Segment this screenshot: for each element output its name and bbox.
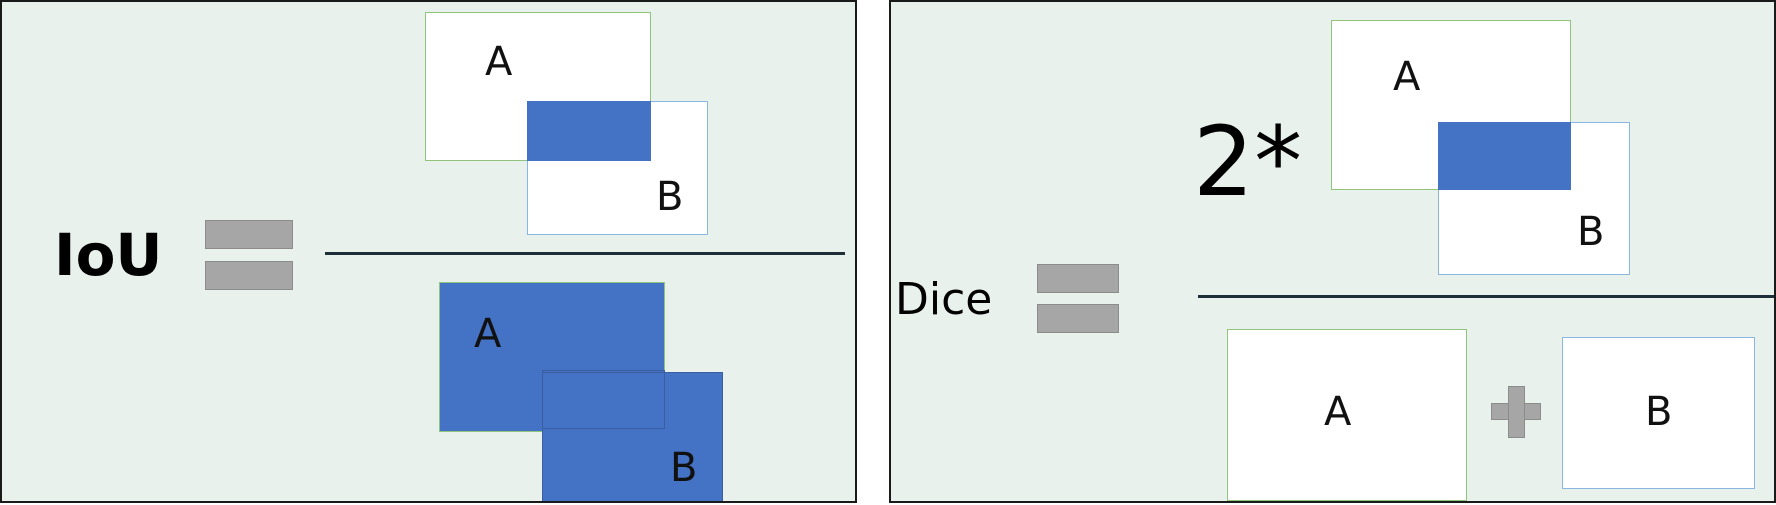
box-a-label: A (485, 39, 513, 85)
denominator-box-a (1227, 329, 1467, 501)
box-a-label: A (1393, 54, 1421, 100)
multiplier-text: 2* (1193, 106, 1303, 218)
equals-sign-top-bar (1037, 264, 1119, 293)
union-box-b-label: B (670, 445, 698, 491)
denominator-box-a-label: A (1324, 389, 1352, 435)
fraction-line (1198, 295, 1774, 298)
union-box-b (542, 372, 723, 501)
union-box-a-label: A (474, 311, 502, 357)
box-b-label: B (656, 174, 684, 220)
box-b-label: B (1577, 209, 1605, 255)
union-overlap-outline (542, 370, 665, 429)
plus-vertical-bar (1508, 386, 1525, 438)
iou-panel: IoU A B A B (0, 0, 857, 503)
dice-label: Dice (895, 274, 993, 325)
dice-panel: Dice 2* A B A B (889, 0, 1776, 503)
intersection-region (1438, 122, 1571, 190)
equals-sign-bottom-bar (205, 261, 293, 290)
intersection-region (527, 101, 651, 161)
iou-label: IoU (54, 221, 163, 289)
equals-sign-top-bar (205, 220, 293, 249)
fraction-line (325, 252, 845, 255)
denominator-box-b-label: B (1645, 389, 1673, 435)
denominator-box-b (1562, 337, 1755, 489)
equals-sign-bottom-bar (1037, 304, 1119, 333)
